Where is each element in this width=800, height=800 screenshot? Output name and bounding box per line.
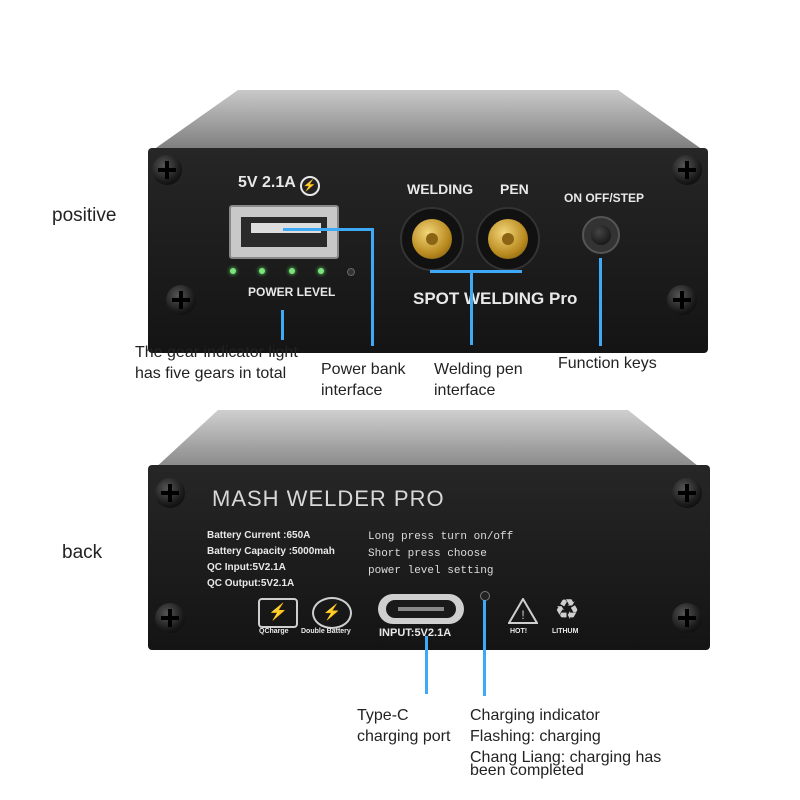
qcharge-icon: ⚡ — [258, 598, 298, 628]
callout-line — [281, 310, 284, 340]
double-battery-label: Double Battery — [301, 628, 351, 635]
spec-item: QC Output:5V2.1A — [207, 578, 295, 589]
power-level-led-4 — [318, 268, 324, 274]
instruction-item: Short press choose — [368, 548, 487, 560]
on-off-step-label: ON OFF/STEP — [564, 191, 645, 205]
function-key-button[interactable] — [582, 216, 620, 254]
screw-icon — [672, 478, 702, 508]
callout-line — [425, 636, 428, 694]
instruction-list: Long press turn on/off Short press choos… — [368, 529, 513, 580]
instruction-item: power level setting — [368, 565, 494, 577]
front-case-top — [153, 90, 703, 150]
back-label: back — [62, 542, 103, 563]
lightning-icon: ⚡ — [299, 176, 320, 196]
usb-port[interactable] — [229, 205, 339, 259]
spec-item: Battery Current :650A — [207, 530, 311, 541]
screw-icon — [152, 155, 182, 185]
screw-icon — [155, 478, 185, 508]
screw-icon — [672, 603, 702, 633]
callout-line — [470, 270, 473, 345]
recycle-icon: ♻ — [554, 594, 580, 625]
lithium-label: LITHUM — [552, 628, 579, 635]
callout-line — [599, 258, 602, 346]
charging-indicator-callout: Charging indicator Flashing: charging Ch… — [470, 707, 662, 779]
instruction-item: Long press turn on/off — [368, 531, 514, 543]
callout-line — [430, 270, 522, 273]
callout-line — [371, 228, 374, 346]
power-level-label: POWER LEVEL — [248, 285, 336, 299]
callout-line — [483, 600, 486, 696]
screw-icon — [667, 285, 697, 315]
svg-text:!: ! — [521, 608, 524, 622]
spec-list: Battery Current :650A Battery Capacity :… — [207, 528, 335, 592]
screw-icon — [155, 603, 185, 633]
pen-label: PEN — [500, 181, 529, 197]
spec-item: Battery Capacity :5000mah — [207, 546, 335, 557]
welding-pen-callout: Welding pen interface — [434, 361, 523, 399]
function-keys-callout: Function keys — [558, 355, 657, 372]
welding-label: WELDING — [407, 181, 474, 197]
power-level-led-1 — [230, 268, 236, 274]
welding-socket-negative[interactable] — [476, 207, 540, 271]
power-bank-callout: Power bank interface — [321, 361, 406, 399]
power-level-led-5 — [347, 268, 355, 276]
hot-label: HOT! — [510, 628, 528, 635]
mash-welder-brand: MASH WELDER PRO — [212, 486, 445, 511]
callout-line — [283, 228, 373, 231]
double-battery-icon: ⚡ — [312, 597, 352, 629]
screw-icon — [672, 155, 702, 185]
gear-indicator-callout: The gear indicator light has five gears … — [135, 344, 298, 382]
type-c-callout: Type-C charging port — [357, 707, 451, 745]
spec-item: QC Input:5V2.1A — [207, 562, 286, 573]
input-label: INPUT:5V2.1A — [379, 627, 452, 639]
hot-warning-icon: ! — [508, 598, 538, 624]
power-level-led-2 — [259, 268, 265, 274]
usb-rating: 5V 2.1A ⚡ — [238, 174, 320, 196]
positive-label: positive — [52, 205, 117, 226]
power-level-led-3 — [289, 268, 295, 274]
qcharge-label: QCharge — [259, 628, 289, 635]
spot-welding-brand: SPOT WELDING Pro — [413, 289, 578, 308]
type-c-port[interactable] — [378, 594, 464, 624]
back-case-top — [153, 410, 703, 470]
screw-icon — [166, 285, 196, 315]
welding-socket-positive[interactable] — [400, 207, 464, 271]
